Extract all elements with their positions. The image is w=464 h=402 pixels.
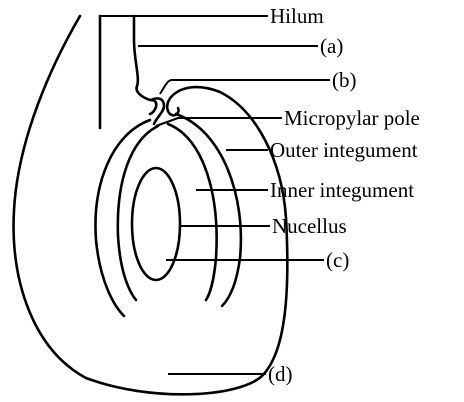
ovule-body-outline [14,16,288,394]
d-label: (d) [268,362,293,386]
nucellus-label: Nucellus [272,214,347,238]
outer-integument-arc [176,114,241,306]
micropylar-pole-leader [156,118,282,126]
inner-integument-label: Inner integument [270,178,414,202]
hilum-label: Hilum [270,4,324,28]
b-leader [160,80,330,94]
outer-integument-left-arc [95,120,150,316]
a-label: (a) [320,34,343,58]
inner-integument-left-arc [118,126,158,300]
micropylar-pole-label: Micropylar pole [284,106,420,130]
nucellus-shape [132,168,180,280]
b-label: (b) [332,68,357,92]
c-label: (c) [326,248,349,272]
outer-integument-label: Outer integument [270,138,418,162]
inner-integument-arc [168,124,217,300]
